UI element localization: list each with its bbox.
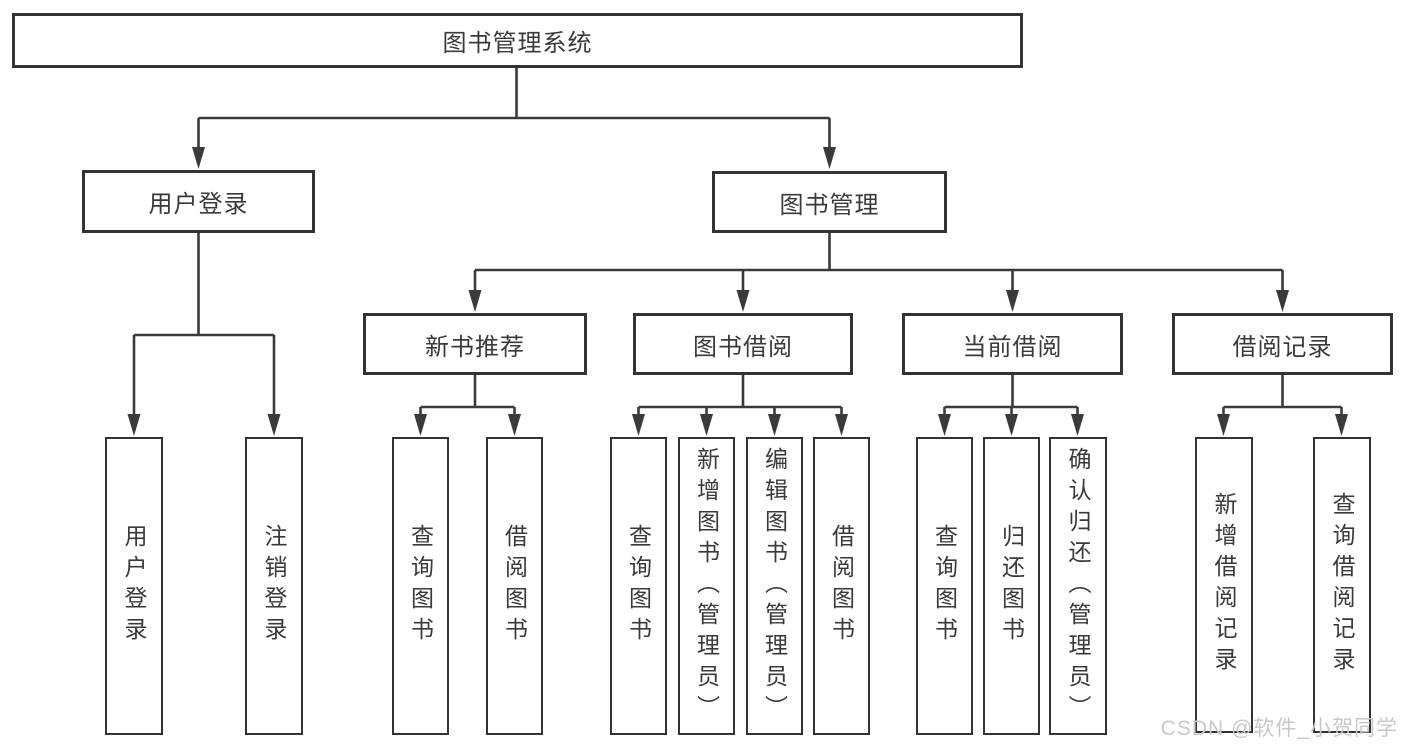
node-book-borrow: 图书借阅 (633, 313, 853, 375)
node-current-borrow: 当前借阅 (902, 313, 1123, 375)
leaf-user-login: 用户登录 (105, 437, 163, 735)
node-borrow-records: 借阅记录 (1172, 313, 1393, 375)
node-book-management: 图书管理 (712, 171, 947, 233)
node-user-login: 用户登录 (82, 170, 315, 233)
leaf-return-book: 归还图书 (983, 437, 1040, 735)
leaf-query-book-recommend: 查询图书 (392, 437, 449, 735)
leaf-logout: 注销登录 (245, 437, 303, 735)
leaf-query-borrow-record: 查询借阅记录 (1313, 437, 1371, 733)
leaf-edit-book-admin: 编辑图书（管理员） (746, 437, 803, 735)
leaf-add-borrow-record: 新增借阅记录 (1195, 437, 1253, 733)
leaf-confirm-return-admin: 确认归还（管理员） (1049, 437, 1107, 735)
node-new-book-recommend: 新书推荐 (363, 313, 587, 375)
leaf-borrow-book: 借阅图书 (813, 437, 870, 735)
leaf-query-book-current: 查询图书 (916, 437, 973, 735)
csdn-watermark: CSDN @软件_小贺同学 (1160, 717, 1398, 740)
leaf-query-book-borrow: 查询图书 (610, 437, 667, 735)
node-root-library-system: 图书管理系统 (12, 13, 1023, 68)
leaf-borrow-book-recommend: 借阅图书 (486, 437, 543, 735)
leaf-add-book-admin: 新增图书（管理员） (678, 437, 735, 735)
